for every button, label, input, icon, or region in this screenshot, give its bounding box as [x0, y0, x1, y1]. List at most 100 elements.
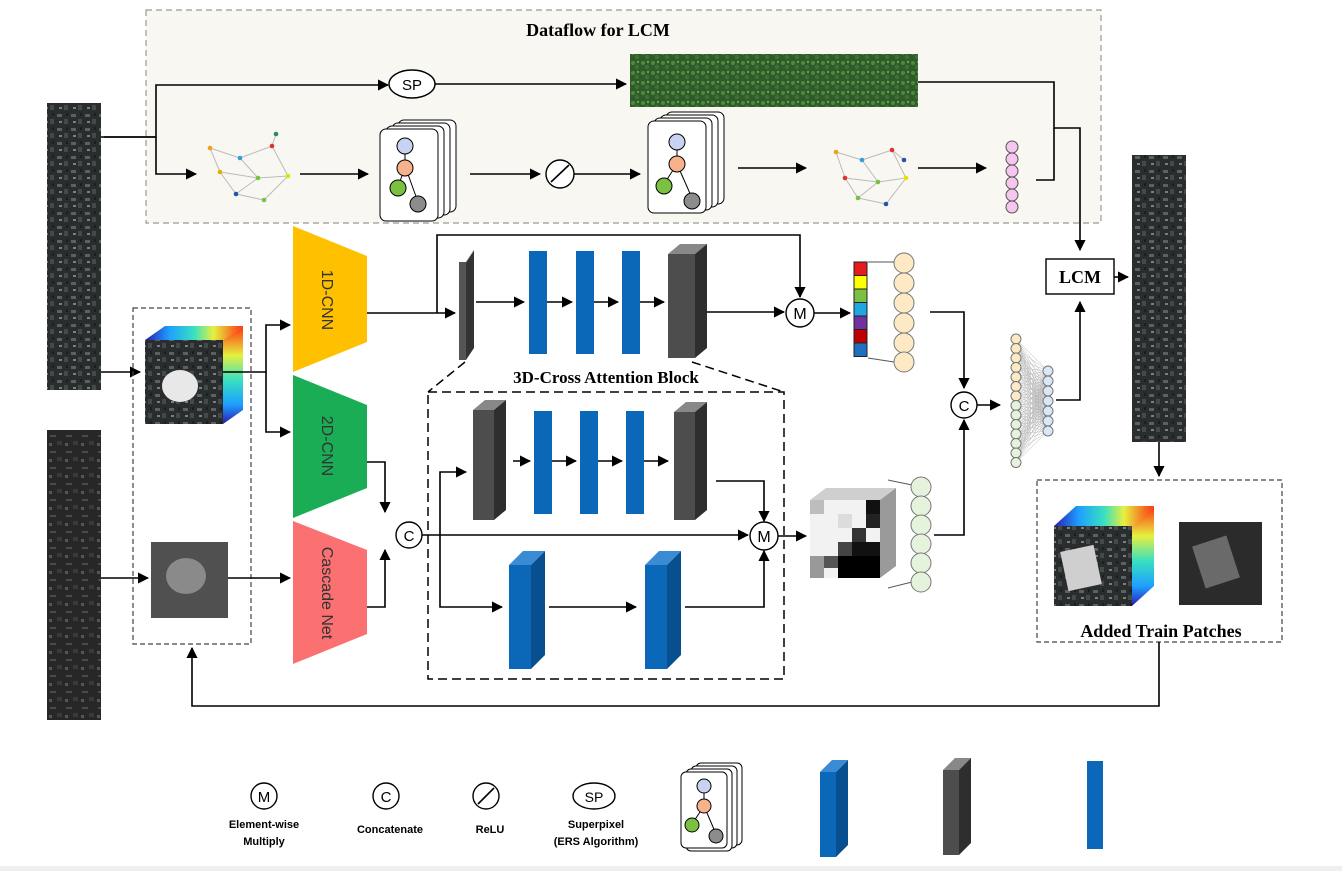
- svg-text:SP: SP: [585, 789, 604, 805]
- fusion-input-neuron: [1010, 400, 1022, 411]
- fusion-input-neuron: [1010, 438, 1022, 449]
- concat-node-fusion: C: [950, 391, 978, 419]
- dataflow-title: Dataflow for LCM: [526, 20, 670, 40]
- fusion-output-neuron: [1042, 365, 1054, 377]
- spectral-vector-cell: [853, 288, 868, 303]
- svg-text:C: C: [959, 398, 970, 415]
- attn-gray-block-1: [473, 400, 506, 520]
- legend-multiply: M Element-wise Multiply: [229, 782, 299, 848]
- legend-blue-layer: [1087, 761, 1103, 849]
- fusion-input-neuron: [1010, 419, 1022, 430]
- svg-text:C: C: [381, 789, 392, 806]
- spectral-vector-cell: [853, 302, 868, 317]
- svg-text:Superpixel: Superpixel: [568, 819, 624, 831]
- attn-blue-layer-1: [534, 411, 552, 514]
- fusion-input-neuron: [1010, 428, 1022, 440]
- fusion-input-neuron: [1010, 409, 1022, 421]
- legend-relu: ReLU: [472, 782, 505, 836]
- svg-text:Multiply: Multiply: [243, 836, 285, 848]
- fusion-output-neuron: [1042, 415, 1054, 427]
- legend-concat: C Concatenate: [357, 782, 423, 836]
- spatial-feature-map: [810, 488, 896, 578]
- fusion-input-neuron: [1010, 371, 1022, 383]
- spectral-vector-cell: [853, 275, 868, 290]
- svg-text:LCM: LCM: [1059, 267, 1101, 287]
- dataflow-panel: Dataflow for LCM SP: [104, 9, 1102, 252]
- cross-attention-title: 3D-Cross Attention Block: [513, 368, 699, 387]
- spatial-feature-neurons: [887, 476, 932, 593]
- svg-text:Cascade Net: Cascade Net: [318, 547, 335, 640]
- patch-box: [132, 307, 252, 645]
- module-cascade-net: Cascade Net: [293, 521, 367, 664]
- blue-layer-3: [622, 251, 640, 354]
- fusion-input-neuron: [1010, 381, 1022, 392]
- svg-text:1D-CNN: 1D-CNN: [318, 270, 335, 330]
- attn-blue-cube-2: [645, 551, 681, 669]
- spectral-vector: [853, 261, 868, 357]
- svg-text:(ERS Algorithm): (ERS Algorithm): [554, 836, 639, 848]
- fusion-input-neuron: [1010, 457, 1022, 468]
- fusion-output-neuron: [1042, 375, 1054, 387]
- legend-superpixel: SP Superpixel (ERS Algorithm): [554, 782, 639, 848]
- gray-conv-block-2: [668, 244, 707, 358]
- svg-text:C: C: [404, 528, 415, 545]
- svg-text:M: M: [757, 529, 770, 546]
- spectral-vector-cell: [853, 261, 868, 276]
- blue-layer-1: [529, 251, 547, 354]
- fusion-output-neuron: [1042, 395, 1054, 407]
- legend-gray-cube: [943, 758, 971, 855]
- fusion-output-neuron: [1042, 385, 1054, 397]
- added-patches-label: Added Train Patches: [1080, 621, 1241, 641]
- module-1d-cnn: 1D-CNN: [293, 226, 367, 372]
- attn-blue-layer-2: [580, 411, 598, 514]
- spectral-vector-cell: [853, 342, 868, 357]
- hyperspectral-input-image: [47, 103, 101, 390]
- fusion-input-neuron: [1010, 352, 1022, 364]
- graph-conv-stack-1: [379, 119, 457, 222]
- legend-graph-stack: [680, 762, 743, 852]
- graph-feature-vector: [1005, 140, 1019, 214]
- svg-text:Concatenate: Concatenate: [357, 824, 423, 836]
- graph-conv-stack-2: [647, 111, 725, 214]
- superpixel-node: SP: [388, 69, 436, 99]
- fusion-input-neuron: [1010, 362, 1022, 373]
- lidar-input-image: [47, 430, 101, 720]
- attn-blue-layer-3: [626, 411, 644, 514]
- svg-text:Element-wise: Element-wise: [229, 819, 299, 831]
- spectral-vector-cell: [853, 315, 868, 330]
- fusion-input-neuron: [1010, 390, 1022, 402]
- lidar-patch: [151, 542, 228, 618]
- gray-conv-block-1: [459, 250, 474, 360]
- fusion-fully-connected: [1010, 333, 1054, 468]
- superpixel-segmentation-image: [630, 54, 918, 107]
- module-2d-cnn: 2D-CNN: [293, 375, 367, 518]
- fusion-output-neuron: [1042, 425, 1054, 437]
- multiply-node-upper: M: [785, 298, 815, 328]
- relu-node: [545, 159, 575, 189]
- lcm-box: LCM: [1045, 258, 1115, 295]
- svg-text:SP: SP: [402, 77, 422, 94]
- fusion-input-neuron: [1010, 343, 1022, 354]
- fusion-output-neuron: [1042, 405, 1054, 417]
- legend: M Element-wise Multiply C Concatenate Re…: [229, 758, 1103, 857]
- classification-output-image: [1132, 155, 1186, 442]
- added-train-patches: Added Train Patches: [1036, 479, 1283, 643]
- svg-text:M: M: [793, 306, 806, 323]
- bottom-scroll-edge: [0, 866, 1342, 871]
- blue-layer-2: [576, 251, 594, 354]
- svg-text:2D-CNN: 2D-CNN: [318, 416, 335, 476]
- hsi-patch-cube: [145, 326, 243, 424]
- legend-blue-cube: [820, 760, 848, 857]
- attn-gray-block-2: [674, 402, 707, 520]
- fusion-input-neuron: [1010, 333, 1022, 345]
- output-graph: [833, 147, 909, 207]
- concat-node-lower: C: [395, 521, 423, 549]
- fusion-input-neuron: [1010, 447, 1022, 459]
- svg-text:ReLU: ReLU: [476, 824, 505, 836]
- spectral-vector-cell: [853, 329, 868, 344]
- spectral-feature-neurons: [867, 252, 915, 373]
- attn-blue-cube-1: [509, 551, 545, 669]
- svg-text:M: M: [258, 789, 271, 806]
- multiply-node-lower: M: [749, 521, 779, 551]
